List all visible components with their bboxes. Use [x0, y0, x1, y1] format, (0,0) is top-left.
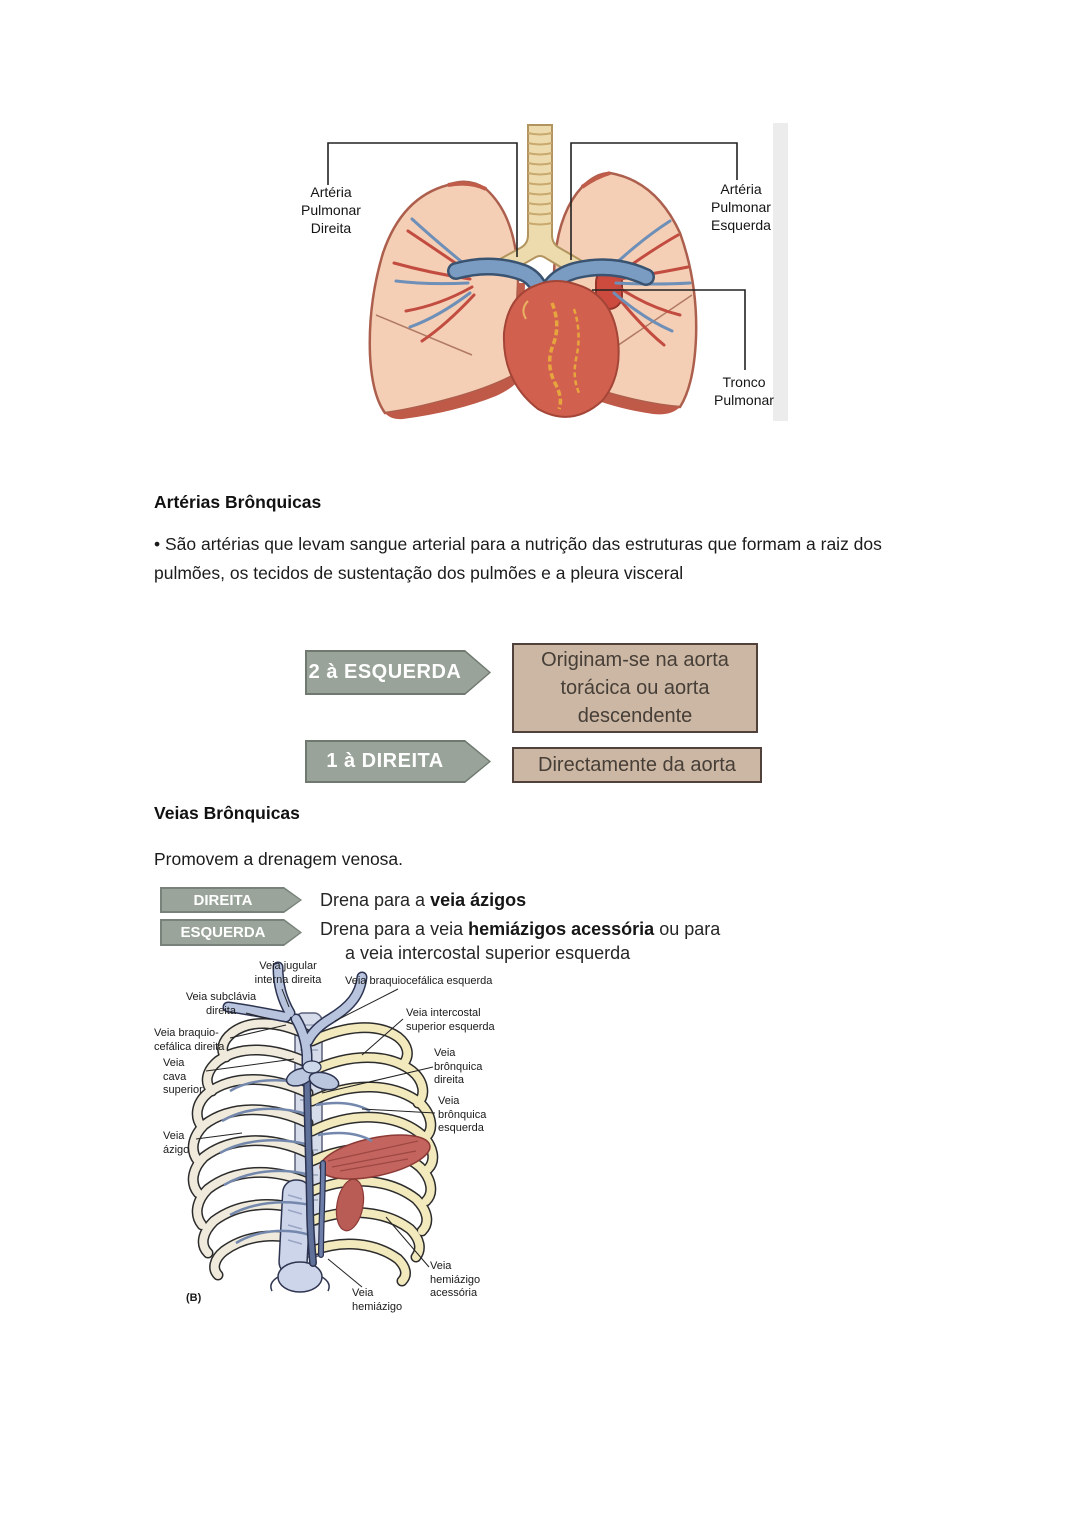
label-arteria-pulmonar-esquerda: Artéria Pulmonar Esquerda	[711, 181, 771, 233]
arrow-label: 1 à DIREITA	[307, 742, 489, 781]
ribcage-veins-illustration	[187, 961, 439, 1293]
label-veia-braquiocefalica-esquerda: Veia braquiocefálica esquerda	[345, 975, 493, 987]
text-prefix: Drena para a	[320, 890, 431, 910]
arrow-esquerda: ESQUERDA	[160, 919, 302, 946]
label-veia-bronquica-esquerda: Veia brônquica esquerda	[438, 1095, 487, 1134]
text-suffix: ou para	[654, 919, 721, 939]
box-origem-direita: Directamente da aorta	[512, 747, 762, 783]
heading-arterias-bronquicas: Artérias Brônquicas	[154, 492, 322, 512]
drenagem-direita-text: Drena para a veia ázigos	[320, 888, 526, 912]
label-veia-subclavia-direita: Veia subclávia direita	[185, 991, 257, 1017]
great-veins	[222, 961, 368, 1075]
arrow-direita: DIREITA	[160, 887, 302, 913]
arrow-2-a-esquerda: 2 à ESQUERDA	[305, 650, 491, 695]
heart	[502, 280, 620, 418]
figure-azygos-system: Veia jugular interna direita Veia braqui…	[150, 955, 535, 1340]
label-veia-braquiocefalica-direita: Veia braquio- cefálica direita	[154, 1027, 225, 1053]
bronchial-veins	[285, 1060, 340, 1091]
azygos-vein	[303, 1063, 326, 1267]
label-veia-jugular-interna-direita: Veia jugular interna direita	[254, 960, 322, 986]
vertebral-tube	[270, 1179, 330, 1293]
box-origem-esquerda: Originam-se na aorta torácica ou aorta d…	[512, 643, 758, 733]
arrow-1-a-direita: 1 à DIREITA	[305, 740, 491, 783]
diagram-origem-arterias: 2 à ESQUERDA Originam-se na aorta toráci…	[300, 643, 770, 788]
text-bold: veia ázigos	[430, 890, 527, 910]
veias-intro-text: Promovem a drenagem venosa.	[154, 849, 404, 869]
label-veia-bronquica-direita: Veia brônquica direita	[434, 1047, 483, 1086]
muscle-patch	[319, 1134, 431, 1232]
label-arteria-pulmonar-direita: Artéria Pulmonar Direita	[301, 184, 361, 236]
text-prefix: Drena para a veia	[320, 919, 469, 939]
lungs-heart-illustration	[327, 123, 788, 421]
label-panel-b: (B)	[186, 1292, 202, 1304]
label-tronco-pulmonar: Tronco Pulmonar	[714, 374, 774, 408]
figure-pulmonary-arteries: Artéria Pulmonar Direita Artéria Pulmona…	[290, 123, 790, 423]
leader-lines	[195, 988, 436, 1288]
arrow-label: ESQUERDA	[162, 921, 300, 944]
label-veia-hemiazigo-acessoria: Veia hemiázigo acessória	[430, 1260, 481, 1299]
heading-veias-bronquicas: Veias Brônquicas	[154, 803, 300, 823]
text-bold: hemiázigos acessória	[468, 919, 655, 939]
intercostal-veins	[219, 1078, 373, 1245]
label-veia-azigo: Veia ázigo	[163, 1130, 190, 1156]
label-veia-hemiazigo: Veia hemiázigo	[352, 1287, 403, 1313]
leader-lines	[327, 142, 746, 370]
arrow-label: DIREITA	[162, 889, 300, 911]
arrow-label: 2 à ESQUERDA	[307, 652, 489, 693]
label-veia-intercostal-superior-esquerda: Veia intercostal superior esquerda	[406, 1007, 495, 1033]
drenagem-esquerda-line2: a veia intercostal superior esquerda	[345, 943, 631, 963]
label-veia-cava-superior: Veia cava superior	[163, 1057, 203, 1096]
diagram-drenagem-veias: DIREITA Drena para a veia ázigos ESQUERD…	[158, 884, 768, 966]
right-ribs	[306, 1022, 439, 1287]
trachea	[498, 124, 584, 277]
arterias-bullet-text: • São artérias que levam sangue arterial…	[154, 534, 882, 583]
drenagem-esquerda-line1: Drena para a veia hemiázigos acessória o…	[320, 917, 720, 941]
